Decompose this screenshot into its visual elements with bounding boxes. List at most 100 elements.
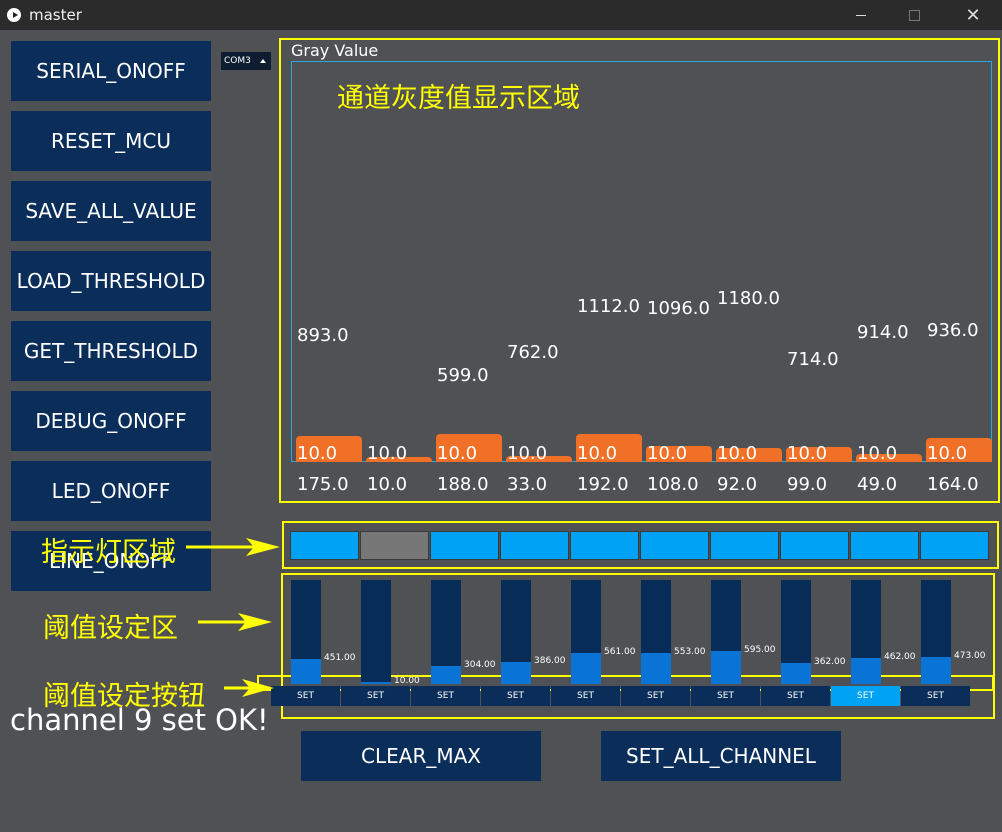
status-message: channel 9 set OK! <box>10 703 269 737</box>
threshold-fill <box>361 682 391 684</box>
threshold-fill <box>641 653 671 684</box>
set-channel-button[interactable]: SET <box>901 686 970 706</box>
channel-current-value: 92.0 <box>717 474 758 495</box>
threshold-slider[interactable] <box>711 580 741 684</box>
threshold-slider[interactable] <box>851 580 881 684</box>
channel-peak-value: 762.0 <box>507 342 559 363</box>
threshold-value: 595.00 <box>744 645 776 655</box>
line-onoff-button[interactable]: LINE_ONOFF <box>11 531 211 591</box>
channel-indicator <box>780 531 849 560</box>
threshold-slider[interactable] <box>501 580 531 684</box>
channel-gray-bar <box>296 436 362 462</box>
channel-gray-bar <box>436 434 502 462</box>
channel-indicator <box>570 531 639 560</box>
threshold-fill <box>291 659 321 684</box>
window-title: master <box>29 6 82 24</box>
gray-value-frame <box>279 38 1000 503</box>
threshold-fill <box>711 651 741 684</box>
channel-area-annotation: 通道灰度值显示区域 <box>337 83 580 114</box>
channel-indicator <box>640 531 709 560</box>
threshold-slider[interactable] <box>781 580 811 684</box>
channel-peak-value: 936.0 <box>927 320 979 341</box>
set-channel-button[interactable]: SET <box>341 686 410 706</box>
channel-current-value: 188.0 <box>437 474 489 495</box>
set-channel-button[interactable]: SET <box>551 686 620 706</box>
channel-peak-value: 599.0 <box>437 365 489 386</box>
channel-indicator <box>290 531 359 560</box>
indicator-area-annotation: 指示灯区域 <box>41 537 176 568</box>
arrow-right-icon <box>198 613 272 631</box>
threshold-slider[interactable] <box>641 580 671 684</box>
set-all-channel-button[interactable]: SET_ALL_CHANNEL <box>601 731 841 781</box>
led-onoff-button[interactable]: LED_ONOFF <box>11 461 211 521</box>
debug-onoff-button[interactable]: DEBUG_ONOFF <box>11 391 211 451</box>
channel-gray-bar <box>366 457 432 462</box>
minimize-icon[interactable] <box>838 0 884 30</box>
channel-current-value: 192.0 <box>577 474 629 495</box>
channel-current-value: 10.0 <box>367 474 408 495</box>
channel-indicator <box>710 531 779 560</box>
channel-peak-value: 714.0 <box>787 349 839 370</box>
threshold-fill <box>781 663 811 684</box>
threshold-slider[interactable] <box>431 580 461 684</box>
load-threshold-button[interactable]: LOAD_THRESHOLD <box>11 251 211 311</box>
indicator-frame <box>282 521 999 569</box>
threshold-fill <box>921 657 951 684</box>
serial-onoff-button[interactable]: SERIAL_ONOFF <box>11 41 211 101</box>
threshold-frame <box>281 573 995 719</box>
threshold-value: 451.00 <box>324 653 356 663</box>
channel-current-value: 108.0 <box>647 474 699 495</box>
set-channel-button[interactable]: SET <box>271 686 340 706</box>
threshold-value: 362.00 <box>814 657 846 667</box>
set-channel-button[interactable]: SET <box>831 686 900 706</box>
channel-indicator <box>850 531 919 560</box>
channel-gray-bar <box>576 434 642 462</box>
save-all-value-button[interactable]: SAVE_ALL_VALUE <box>11 181 211 241</box>
threshold-button-annotation: 阈值设定按钮 <box>43 681 205 712</box>
channel-bar-value: 10.0 <box>367 443 408 464</box>
channel-indicator <box>500 531 569 560</box>
channel-peak-value: 1180.0 <box>717 288 780 309</box>
channel-peak-value: 1096.0 <box>647 298 710 319</box>
threshold-value: 473.00 <box>954 651 986 661</box>
channel-current-value: 33.0 <box>507 474 548 495</box>
channel-bar-value: 10.0 <box>857 443 898 464</box>
caret-up-icon <box>260 59 266 63</box>
channel-bar-value: 10.0 <box>927 443 968 464</box>
maximize-icon[interactable] <box>891 0 937 30</box>
set-channel-button[interactable]: SET <box>411 686 480 706</box>
gray-value-title: Gray Value <box>291 41 379 60</box>
arrow-right-icon <box>186 538 280 556</box>
close-icon[interactable]: ✕ <box>965 4 981 26</box>
com-port-select[interactable]: COM3 <box>221 52 271 70</box>
channel-indicator <box>430 531 499 560</box>
set-channel-button[interactable]: SET <box>761 686 830 706</box>
threshold-slider[interactable] <box>921 580 951 684</box>
threshold-fill <box>501 662 531 684</box>
channel-indicator <box>920 531 989 560</box>
channel-bar-value: 10.0 <box>507 443 548 464</box>
channel-gray-bar <box>506 456 572 462</box>
threshold-slider[interactable] <box>361 580 391 684</box>
threshold-fill <box>571 653 601 684</box>
threshold-fill <box>431 666 461 684</box>
threshold-value: 561.00 <box>604 647 636 657</box>
arrow-right-icon <box>224 679 274 697</box>
threshold-value: 10.00 <box>394 676 420 686</box>
set-channel-button[interactable]: SET <box>481 686 550 706</box>
threshold-slider[interactable] <box>291 580 321 684</box>
clear-max-button[interactable]: CLEAR_MAX <box>301 731 541 781</box>
threshold-value: 462.00 <box>884 652 916 662</box>
reset-mcu-button[interactable]: RESET_MCU <box>11 111 211 171</box>
channel-gray-bar <box>926 438 992 462</box>
channel-bar-value: 10.0 <box>787 443 828 464</box>
get-threshold-button[interactable]: GET_THRESHOLD <box>11 321 211 381</box>
set-channel-button[interactable]: SET <box>691 686 760 706</box>
set-channel-button[interactable]: SET <box>621 686 690 706</box>
threshold-fill <box>851 658 881 684</box>
channel-current-value: 99.0 <box>787 474 828 495</box>
channel-gray-bar <box>646 446 712 462</box>
channel-peak-value: 914.0 <box>857 322 909 343</box>
threshold-slider[interactable] <box>571 580 601 684</box>
channel-bar-value: 10.0 <box>647 443 688 464</box>
